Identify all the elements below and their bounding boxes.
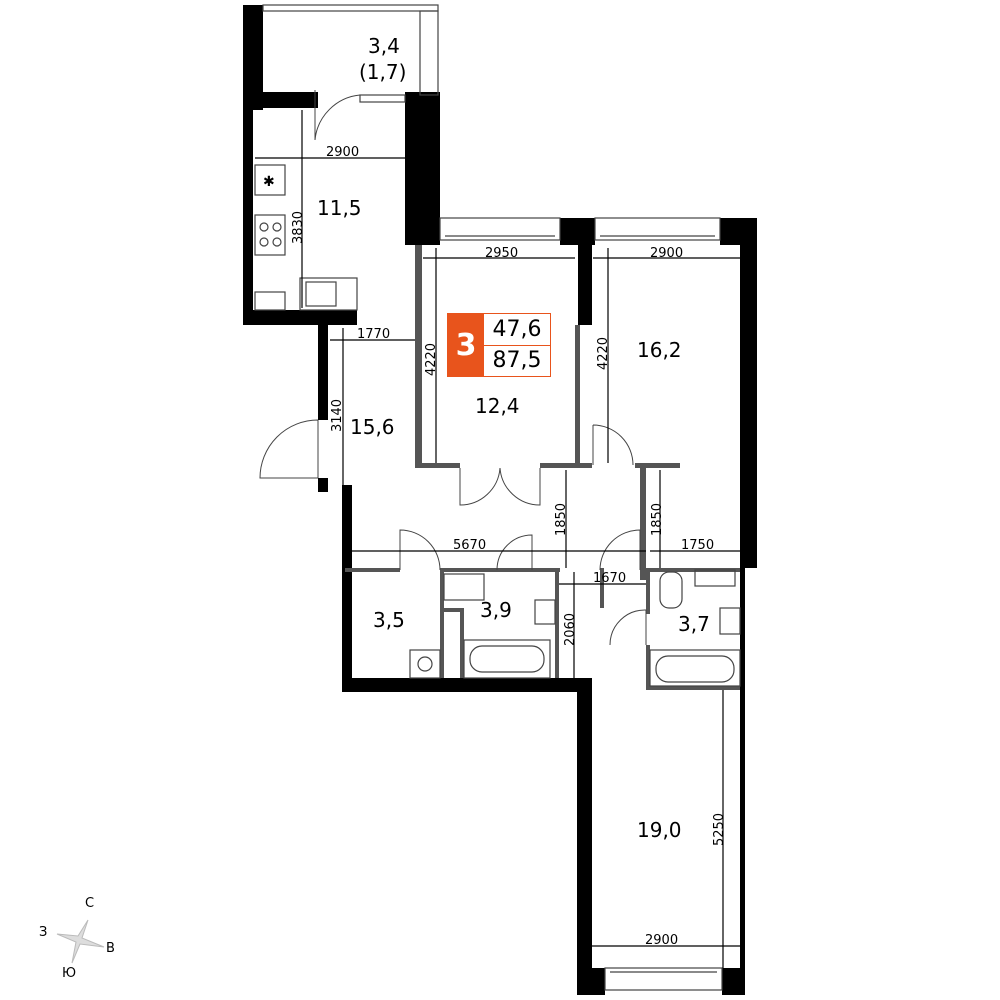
dim-bed-right-depth: 4220 [596, 336, 612, 371]
dimension-lines [255, 110, 740, 968]
room-area-balcony: 3,4 [368, 34, 400, 58]
dim-bath-width: 1670 [593, 571, 627, 586]
room-area-bedroom-bottom: 19,0 [637, 818, 682, 842]
room-area-bedroom-right: 16,2 [637, 338, 682, 362]
room-area-balcony-reduced: (1,7) [359, 60, 407, 84]
compass-rose [56, 919, 105, 964]
room-area-bathroom-right: 3,7 [678, 612, 710, 636]
doors [259, 90, 647, 646]
dim-corridor-length: 5670 [453, 538, 487, 553]
dim-bed-bottom-width: 2900 [645, 933, 679, 948]
total-area: 87,5 [492, 348, 542, 374]
room-count: 3 [448, 314, 484, 376]
dim-corridor-right: 1750 [681, 538, 715, 553]
fixtures: ✱ [254, 164, 741, 687]
compass-east: В [106, 941, 115, 956]
interior-walls [345, 245, 740, 690]
room-area-kitchen: 11,5 [317, 196, 362, 220]
room-area-bathroom-left: 3,9 [480, 598, 512, 622]
dim-corridor-depth-right: 1850 [650, 502, 666, 537]
room-area-storage: 3,5 [373, 608, 405, 632]
dim-bath-depth: 2060 [563, 612, 579, 647]
compass-north: С [85, 896, 95, 911]
dim-corridor-depth: 1850 [554, 502, 570, 537]
dim-bed-bottom-depth: 5250 [712, 812, 728, 847]
compass-west: З [39, 925, 48, 940]
dim-kitchen-depth: 3830 [291, 210, 307, 245]
windows [262, 4, 723, 991]
dim-bed-center-depth: 4220 [424, 342, 440, 377]
hob-icon: ✱ [263, 174, 275, 190]
dim-bed-right-width: 2900 [650, 246, 684, 261]
room-area-bedroom-center: 12,4 [475, 394, 520, 418]
living-area: 47,6 [484, 314, 550, 346]
dim-hall-depth: 3140 [330, 398, 346, 433]
dim-bed-center-width: 2950 [485, 246, 519, 261]
outer-walls [243, 5, 757, 995]
dim-hall-width: 1770 [357, 327, 391, 342]
room-area-hall: 15,6 [350, 415, 395, 439]
compass-south: Ю [62, 966, 77, 981]
apartment-badge: 3 47,6 87,5 [447, 313, 551, 377]
dim-kitchen-width: 2900 [326, 145, 360, 160]
